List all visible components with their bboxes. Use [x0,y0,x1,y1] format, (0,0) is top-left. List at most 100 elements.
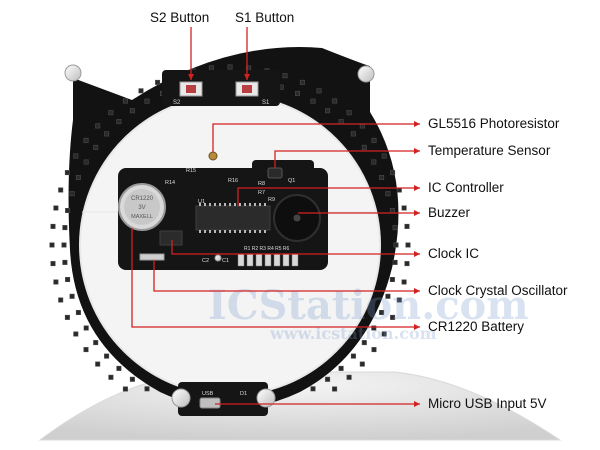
led [95,361,101,367]
led [73,153,79,159]
led [350,353,356,359]
led [108,374,114,380]
led [122,386,128,392]
silk-d1: D1 [240,391,247,397]
label-battery: CR1220 Battery [428,319,525,334]
silk-usb: USB [202,391,214,397]
led [65,276,71,282]
silk-s1: S1 [262,100,270,106]
led [316,88,322,94]
led [282,73,288,79]
led [95,123,101,129]
led [404,261,410,267]
led [338,365,344,371]
label-photoresistor: GL5516 Photoresistor [428,116,560,131]
mounting-pegs [64,64,375,408]
led [401,205,407,211]
silk-r8: R8 [258,181,265,187]
led [83,325,89,331]
silk-r14: R14 [165,180,175,186]
led [93,340,99,346]
led [381,153,387,159]
silk-r16: R16 [228,178,238,184]
led [381,331,387,337]
photoresistor [208,151,218,161]
led [299,79,305,85]
watermark-url: www.icstation.com [270,324,437,343]
led [62,225,68,231]
led [75,175,81,181]
led [155,79,161,85]
battery-text-3: MAXELL [131,214,153,220]
led [404,223,410,229]
led [122,98,128,104]
led [294,90,300,96]
led [310,98,316,104]
silk-c1: C1 [222,258,229,264]
led [64,170,70,176]
battery-text-2: 3V [138,205,145,211]
led [50,261,56,267]
led [389,208,395,214]
led [104,353,110,359]
silk-r9: R9 [268,197,275,203]
silk-resistors: R1 R2 R3 R4 R5 R6 [244,246,290,252]
led [138,88,144,94]
led [69,191,75,197]
led [64,314,70,320]
led [58,187,64,193]
led [359,361,365,367]
led [75,309,81,315]
led [208,65,214,71]
silk-u1: U1 [198,199,205,205]
led [371,159,377,165]
led [371,137,377,143]
label-clock-ic: Clock IC [428,246,480,261]
label-usb: Micro USB Input 5V [428,396,547,411]
led [50,223,56,229]
temperature-sensor [267,167,283,179]
resistor-row [237,253,299,267]
led [396,187,402,193]
led [392,225,398,231]
led [129,376,135,382]
ic-controller-chip [195,205,271,231]
crystal-oscillator [139,253,165,261]
silk-r15: R15 [186,168,196,174]
label-s1-button: S1 Button [235,10,295,25]
led [392,259,398,265]
battery-text-1: CR1220 [131,196,154,202]
led [393,242,399,248]
led [371,347,377,353]
led [104,131,110,137]
led [83,137,89,143]
label-ic-controller: IC Controller [428,180,504,195]
led [83,159,89,165]
led [359,123,365,129]
usb-board [178,382,268,416]
led [62,259,68,265]
led [310,386,316,392]
led [332,98,338,104]
led [93,144,99,150]
led [325,376,331,382]
led [144,386,150,392]
led [58,297,64,303]
led [129,108,135,114]
led [246,65,252,71]
silk-s2: S2 [173,100,181,106]
led [332,386,338,392]
led [390,170,396,176]
led [361,340,367,346]
led [49,242,55,248]
led [73,331,79,337]
silk-r7: R7 [258,190,265,196]
label-temperature-sensor: Temperature Sensor [428,143,551,158]
led [227,64,233,70]
silk-c2: C2 [202,258,209,264]
led [325,108,331,114]
led [361,144,367,150]
led [108,110,114,116]
led [385,191,391,197]
